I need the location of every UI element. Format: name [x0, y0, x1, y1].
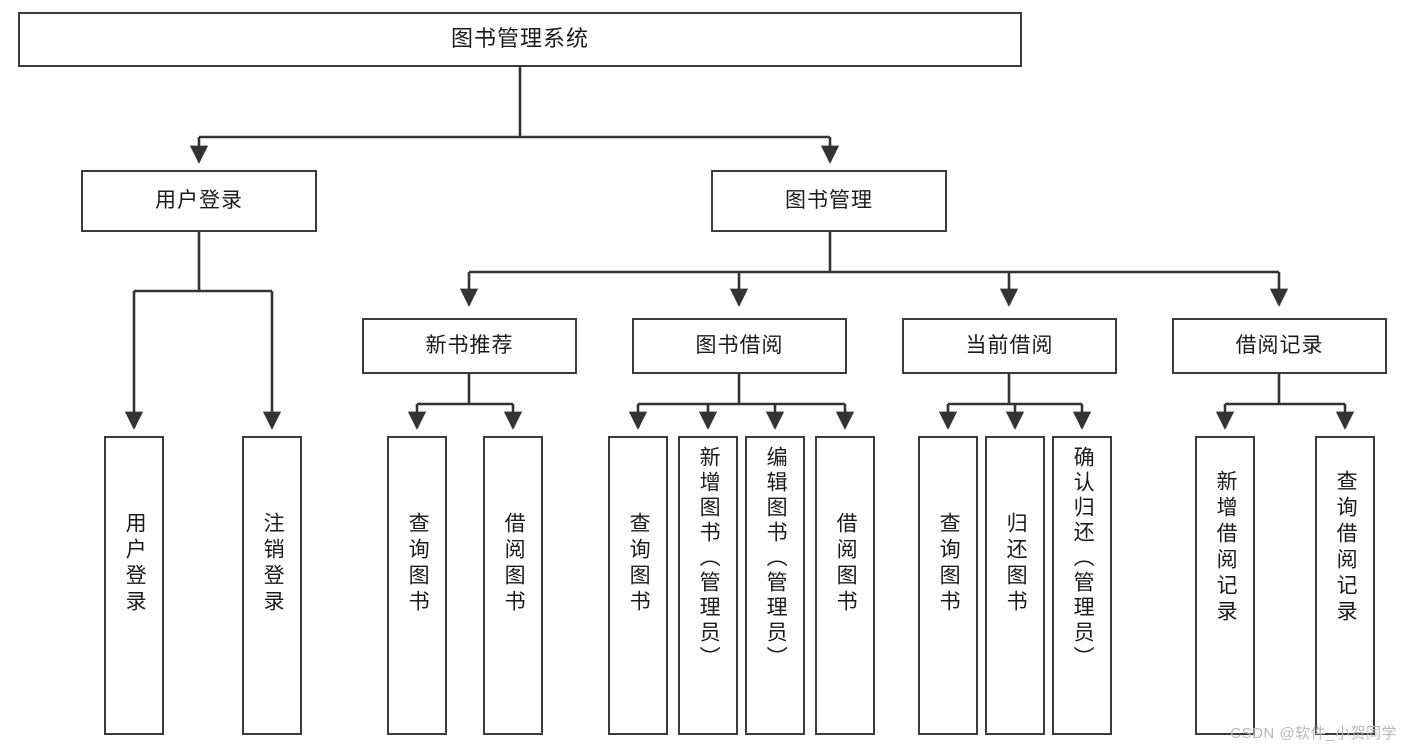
node-leaf-user-login[interactable]: 用户登录 — [104, 436, 164, 735]
node-label: 注销登录 — [261, 512, 285, 616]
node-root-system[interactable]: 图书管理系统 — [18, 12, 1022, 67]
node-label: 新增图书（管理员） — [697, 446, 721, 671]
node-leaf-query-record[interactable]: 查询借阅记录 — [1315, 436, 1375, 735]
node-label: 确认归还（管理员） — [1071, 446, 1095, 671]
node-leaf-query-book-1[interactable]: 查询图书 — [387, 436, 447, 735]
node-label: 图书管理 — [785, 189, 873, 213]
node-label: 新增借阅记录 — [1214, 470, 1238, 626]
node-label: 查询图书 — [406, 512, 430, 616]
node-label: 当前借阅 — [965, 334, 1054, 358]
node-label: 借阅图书 — [502, 512, 526, 616]
node-label: 查询借阅记录 — [1334, 470, 1358, 626]
node-leaf-add-book[interactable]: 新增图书（管理员） — [678, 436, 738, 735]
node-label: 用户登录 — [123, 512, 147, 616]
node-leaf-borrow-book-1[interactable]: 借阅图书 — [483, 436, 543, 735]
node-leaf-query-book-3[interactable]: 查询图书 — [918, 436, 978, 735]
node-label: 借阅图书 — [834, 512, 858, 616]
node-label: 新书推荐 — [425, 334, 514, 358]
node-label: 查询图书 — [627, 512, 651, 616]
node-leaf-add-record[interactable]: 新增借阅记录 — [1195, 436, 1255, 735]
node-label: 归还图书 — [1004, 512, 1028, 616]
node-label: 借阅记录 — [1235, 334, 1324, 358]
node-user-login[interactable]: 用户登录 — [81, 170, 317, 232]
node-borrow-record[interactable]: 借阅记录 — [1172, 318, 1387, 374]
node-label: 查询图书 — [937, 512, 961, 616]
node-label: 图书管理系统 — [450, 26, 589, 52]
node-label: 图书借阅 — [695, 334, 784, 358]
watermark-text: CSDN @软件_小贺同学 — [1230, 725, 1397, 742]
node-book-manage[interactable]: 图书管理 — [711, 170, 947, 232]
node-leaf-user-logout[interactable]: 注销登录 — [242, 436, 302, 735]
node-leaf-query-book-2[interactable]: 查询图书 — [608, 436, 668, 735]
node-new-book-recommend[interactable]: 新书推荐 — [362, 318, 577, 374]
node-label: 用户登录 — [155, 189, 243, 213]
node-current-borrow[interactable]: 当前借阅 — [902, 318, 1117, 374]
node-leaf-confirm-return[interactable]: 确认归还（管理员） — [1052, 436, 1112, 735]
node-book-borrow[interactable]: 图书借阅 — [632, 318, 847, 374]
node-leaf-edit-book[interactable]: 编辑图书（管理员） — [745, 436, 805, 735]
node-leaf-borrow-book-2[interactable]: 借阅图书 — [815, 436, 875, 735]
node-label: 编辑图书（管理员） — [764, 446, 788, 671]
node-leaf-return-book[interactable]: 归还图书 — [985, 436, 1045, 735]
